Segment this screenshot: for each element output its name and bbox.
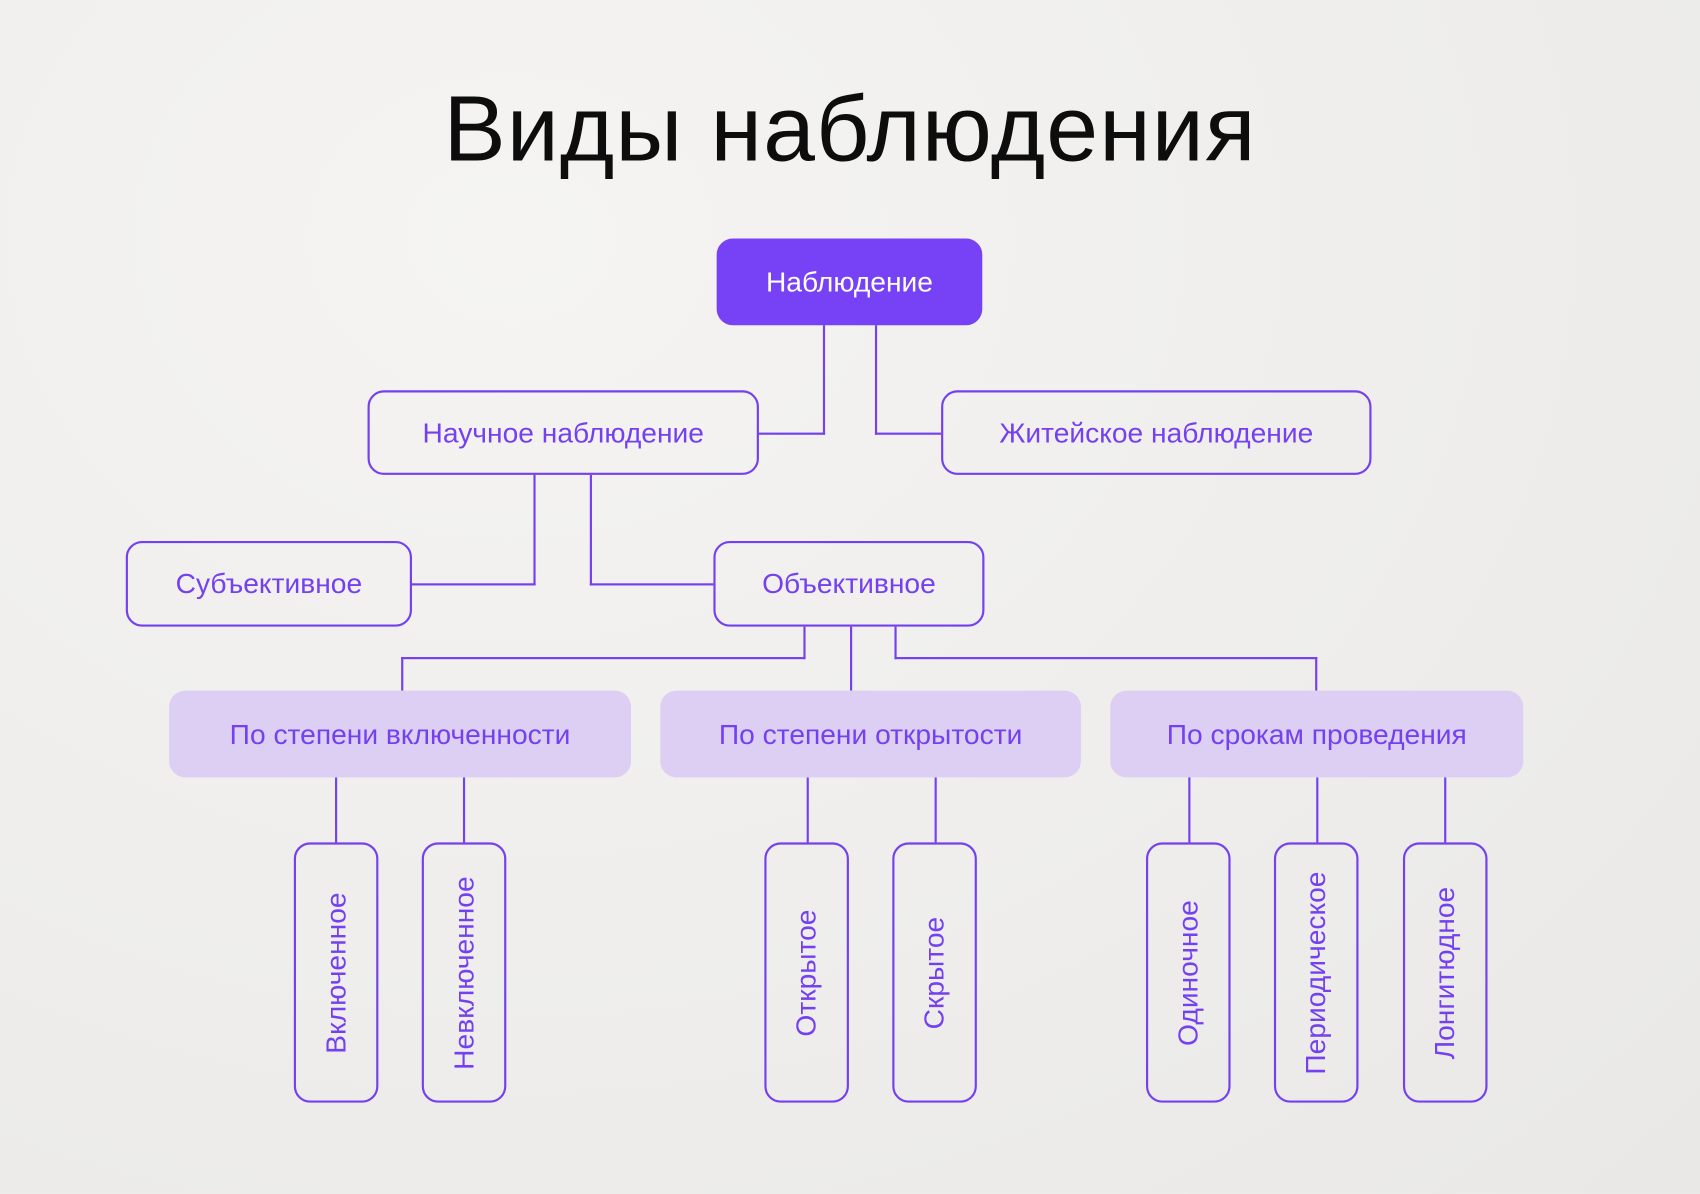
connector — [874, 325, 878, 435]
connector — [401, 657, 404, 691]
connector — [806, 777, 809, 843]
connector — [758, 432, 826, 435]
node-objective: Объективное — [713, 541, 985, 627]
leaf-label: Лонгитюдное — [1428, 886, 1461, 1059]
leaf-open: Открытое — [764, 842, 849, 1103]
leaf-single: Одиночное — [1145, 842, 1231, 1103]
leaf-included: Включенное — [293, 842, 379, 1103]
node-scientific: Научное наблюдение — [367, 390, 759, 475]
leaf-not-included: Невключенное — [421, 842, 507, 1103]
category-openness: По степени открытости — [660, 690, 1081, 778]
leaf-label: Скрытое — [917, 916, 951, 1029]
connector — [533, 474, 536, 586]
leaf-label: Периодическое — [1299, 870, 1332, 1075]
leaf-longitudinal: Лонгитюдное — [1402, 842, 1488, 1103]
leaf-label: Одиночное — [1171, 899, 1205, 1046]
node-root: Наблюдение — [716, 238, 983, 326]
connector — [894, 657, 1318, 660]
connector — [335, 777, 338, 843]
node-subjective: Субъективное — [125, 541, 412, 627]
category-inclusion: По степени включенности — [169, 690, 632, 778]
connector — [1315, 657, 1318, 691]
connector — [589, 583, 714, 586]
page-title: Виды наблюдения — [443, 76, 1257, 182]
connector — [803, 626, 806, 660]
node-everyday: Житейское наблюдение — [941, 390, 1372, 475]
leaf-label: Включенное — [319, 891, 352, 1054]
connector — [894, 626, 897, 660]
leaf-hidden: Скрытое — [892, 842, 977, 1103]
connector — [401, 657, 806, 660]
leaf-periodic: Периодическое — [1273, 842, 1359, 1103]
connector — [1188, 777, 1191, 843]
connector — [462, 777, 466, 843]
category-duration: По срокам проведения — [1110, 690, 1524, 778]
leaf-label: Открытое — [789, 908, 823, 1037]
connector — [822, 325, 826, 435]
connector — [1316, 777, 1319, 843]
connector — [411, 583, 536, 586]
connector — [1444, 777, 1447, 843]
leaf-label: Невключенное — [447, 875, 480, 1070]
connector — [589, 474, 592, 586]
connector — [850, 626, 853, 691]
connector — [874, 432, 942, 435]
connector — [934, 777, 937, 843]
